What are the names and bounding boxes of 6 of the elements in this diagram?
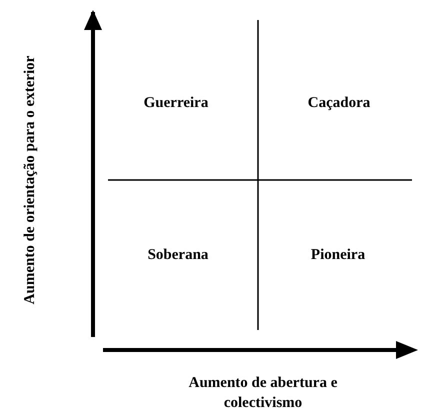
axis-label: Aumento de orientação para o exterior [21, 54, 39, 306]
axis-label: Aumento de abertura e colectivismo [188, 374, 338, 413]
quadrant-label: Pioneira [310, 246, 366, 265]
quadrant-label: Guerreira [142, 94, 210, 113]
quadrant-label: Soberana [146, 246, 210, 265]
quadrant-label: Caçadora [306, 94, 372, 113]
